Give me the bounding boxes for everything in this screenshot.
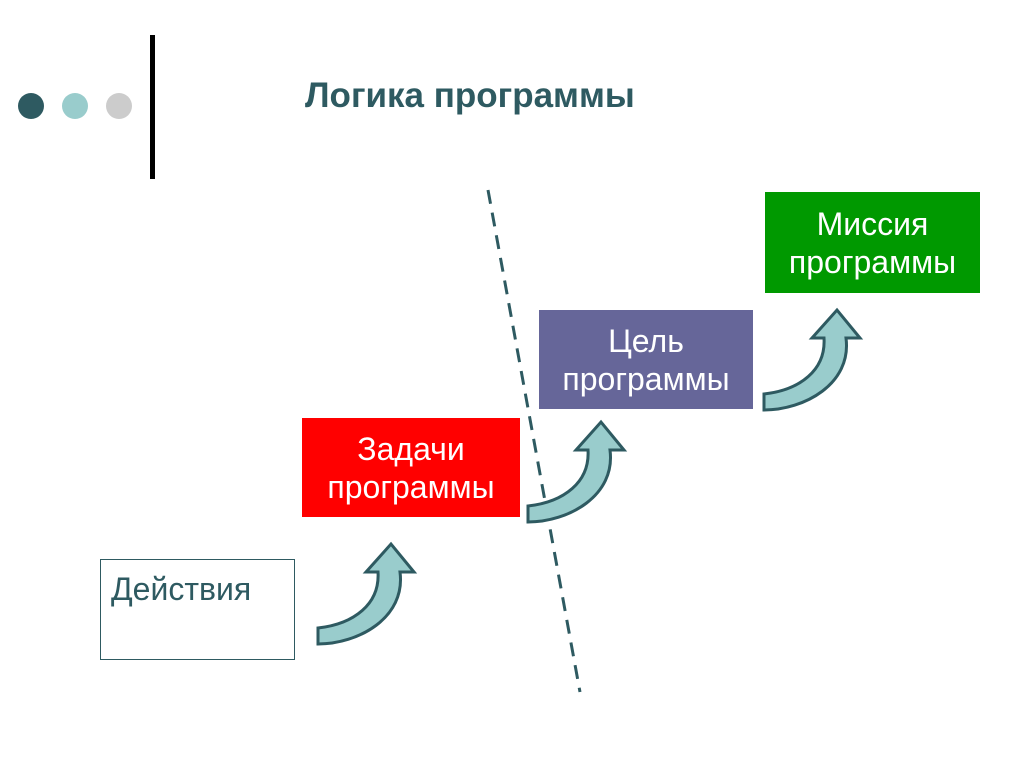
box-tasks-line1: Задачи bbox=[357, 430, 465, 467]
box-goal: Цель программы bbox=[539, 310, 753, 409]
box-tasks-line2: программы bbox=[327, 468, 495, 505]
decor-dots bbox=[18, 93, 132, 119]
box-goal-line2: программы bbox=[562, 360, 730, 397]
curved-arrow-icon-2 bbox=[526, 420, 626, 524]
box-mission-line2: программы bbox=[788, 243, 957, 280]
box-goal-line1: Цель bbox=[608, 322, 684, 359]
box-actions: Действия bbox=[100, 559, 295, 660]
page-title: Логика программы bbox=[305, 76, 635, 115]
box-actions-label: Действия bbox=[111, 571, 252, 607]
curved-arrow-icon-3 bbox=[762, 308, 862, 412]
box-tasks: Задачи программы bbox=[302, 418, 520, 517]
dot-dark-icon bbox=[18, 93, 44, 119]
boundary-dashed-line bbox=[486, 189, 582, 693]
box-mission: Миссия программы bbox=[765, 192, 980, 293]
curved-arrow-icon-1 bbox=[316, 542, 416, 646]
dot-grey-icon bbox=[106, 93, 132, 119]
dot-teal-icon bbox=[62, 93, 88, 119]
title-divider bbox=[150, 35, 155, 179]
box-mission-line1: Миссия bbox=[816, 205, 929, 242]
